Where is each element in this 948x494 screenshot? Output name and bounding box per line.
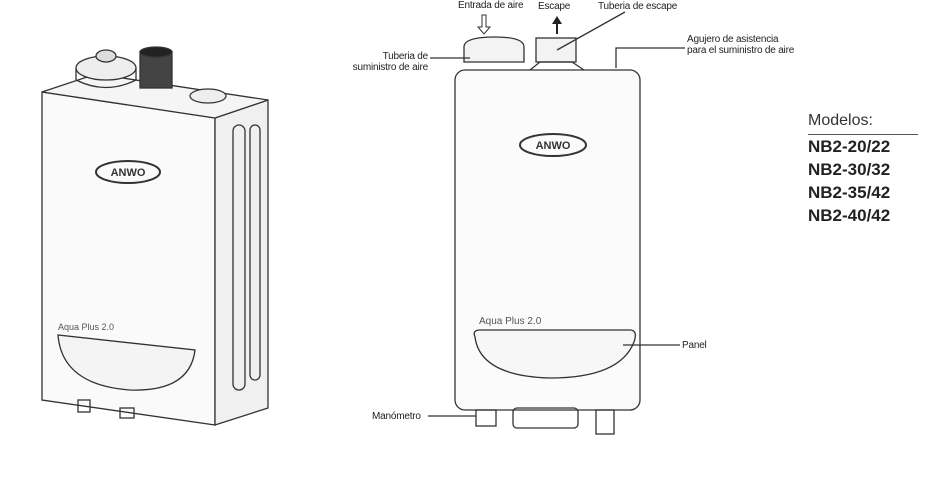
model-item: NB2-20/22 (808, 137, 891, 156)
label-assist-hole: Agujero de asistencia para el suministro… (687, 34, 794, 56)
water-heater-perspective-view (41, 46, 269, 426)
label-exhaust-pipe: Tuberia de escape (598, 1, 678, 12)
label-manometer: Manómetro (372, 411, 421, 422)
models-heading: Modelos: (808, 112, 918, 135)
model-item: NB2-35/42 (808, 183, 891, 202)
aqua-badge-left: Aqua Plus 2.0 (58, 322, 114, 332)
label-supply-pipe: Tuberia de suministro de aire (340, 51, 429, 73)
label-assist-hole-line2: para el suministro de aire (687, 45, 795, 56)
aqua-badge-right: Aqua Plus 2.0 (479, 316, 542, 327)
models-list: Modelos: NB2-20/22 NB2-30/32 NB2-35/42 N… (808, 112, 918, 227)
label-supply-pipe-line1: Tuberia de (382, 51, 429, 62)
label-supply-pipe-line2: suministro de aire (352, 62, 429, 73)
label-assist-hole-line1: Agujero de asistencia (687, 34, 779, 45)
model-item: NB2-30/32 (808, 160, 891, 179)
exhaust-arrow-icon (552, 16, 562, 34)
air-inlet-arrow-icon (476, 14, 492, 35)
logo-anwo-right: ANWO (536, 140, 571, 152)
label-exhaust: Escape (538, 1, 571, 12)
label-air-inlet: Entrada de aire (458, 0, 524, 11)
logo-anwo-left: ANWO (111, 167, 146, 179)
water-heater-front-view (428, 11, 685, 435)
label-panel: Panel (682, 340, 707, 351)
model-item: NB2-40/42 (808, 206, 891, 225)
